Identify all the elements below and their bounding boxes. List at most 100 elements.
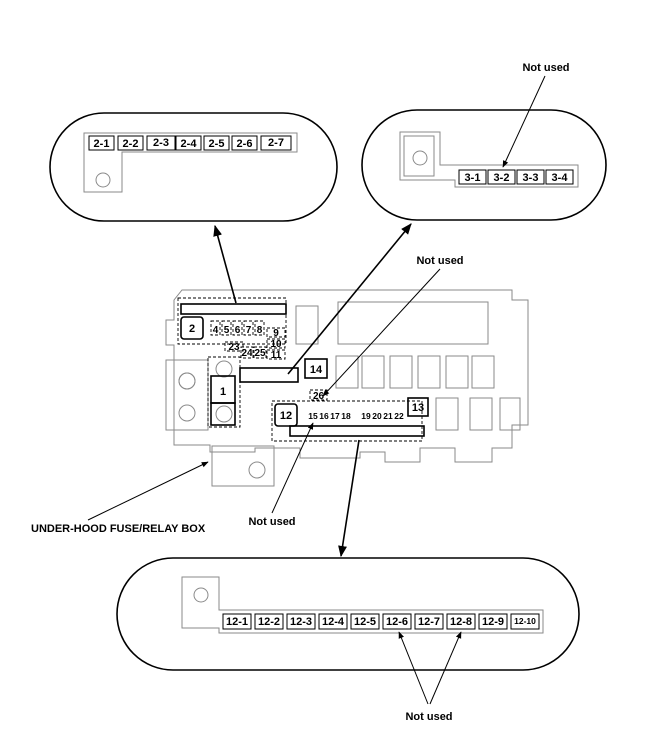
fuse-slot	[146, 135, 176, 151]
fuse-slot	[382, 613, 412, 630]
detail-3-fuse-row: 3-1 3-2 3-3 3-4	[458, 169, 574, 185]
relay-socket	[445, 355, 469, 389]
fuse-8-label: 8	[257, 325, 263, 336]
fuse-9-label: 9	[273, 328, 279, 339]
mini-fuse-slot	[266, 327, 286, 338]
not-used-label-12: Not used	[405, 711, 452, 723]
fuse-2-label: 2	[189, 323, 195, 335]
fuse-label: 2-7	[268, 137, 284, 149]
fuse-label: 2-5	[209, 138, 225, 150]
fuse-12-block	[274, 403, 298, 427]
fuse-6-label: 6	[235, 325, 241, 336]
fuse-13-label: 13	[412, 402, 424, 414]
detail-2-outline	[49, 112, 338, 222]
fuse-18-label: 18	[341, 411, 351, 421]
fuse-19-label: 19	[361, 411, 371, 421]
fuse-label: 12-4	[322, 616, 345, 628]
mini-fuse-slot	[221, 320, 232, 336]
relay-socket	[295, 305, 319, 345]
fuse-label: 12-3	[290, 616, 312, 628]
fuse-slot	[286, 613, 316, 630]
detail-12-callout: 12-1 12-2 12-3 12-4 12-5 12-6 12-7 12-8 …	[116, 557, 580, 671]
fuse-slot	[203, 135, 230, 151]
fuse-block-2-region	[177, 297, 287, 345]
fuse-hole	[215, 405, 233, 423]
box-side-hole	[178, 404, 196, 422]
fuse-slot	[175, 135, 202, 151]
fuse-7-label: 7	[246, 325, 252, 336]
fuse-20-label: 20	[372, 411, 382, 421]
fuse-label: 3-2	[494, 172, 510, 184]
fuse-slot	[458, 169, 487, 185]
fuse-label: 3-4	[552, 172, 569, 184]
fuse-4-label: 4	[213, 325, 219, 336]
detail-12-fuse-row: 12-1 12-2 12-3 12-4 12-5 12-6 12-7 12-8 …	[222, 613, 540, 630]
fuse-label: 2-4	[181, 138, 198, 150]
relay-socket	[469, 397, 493, 431]
relay-socket	[335, 355, 359, 389]
fuse-11-label: 11	[271, 350, 282, 361]
detail-3-outline	[361, 109, 607, 221]
relay-socket	[337, 301, 489, 345]
box-mount-hole	[248, 461, 266, 479]
mini-fuse-row-4-8: 4 5 6 7 8	[210, 320, 265, 336]
fuse-label: 12-2	[258, 616, 280, 628]
fuse-block-1-region	[207, 356, 241, 428]
mini-fuse-slot	[240, 346, 254, 359]
detail-12-bracket	[181, 576, 544, 634]
fuse-1-label: 1	[220, 386, 226, 398]
mini-fuse-row-15-22: 15 16 17 18 19 20 21 22	[308, 411, 404, 421]
not-used-arrow-15	[271, 422, 314, 514]
fuse-14-label: 14	[310, 364, 323, 376]
fuse-10-label: 10	[270, 339, 282, 350]
detail-2-mount-hole	[95, 172, 111, 188]
fuse-3-strip	[239, 367, 299, 383]
detail-2-bracket	[83, 132, 298, 193]
fuse-slot	[478, 613, 508, 630]
fuse-21-label: 21	[383, 411, 393, 421]
box-housing	[165, 289, 529, 463]
detail-2-arrow	[213, 224, 237, 304]
fuse-label: 2-2	[123, 138, 139, 150]
fuse-hole	[215, 360, 233, 378]
mini-fuse-slot	[210, 320, 221, 336]
relay-socket	[471, 355, 495, 389]
mini-fuse-slot	[266, 349, 286, 360]
fuse-slot	[350, 613, 380, 630]
fuse-5-label: 5	[224, 325, 230, 336]
fuse-13-block	[407, 397, 429, 417]
fuse-25-label: 25	[254, 348, 266, 359]
not-used-label-15: Not used	[248, 516, 295, 528]
relay-socket	[499, 397, 521, 431]
detail-3-mount-plate	[403, 135, 435, 177]
fuse-label: 12-5	[354, 616, 376, 628]
fuse-label: 3-1	[465, 172, 481, 184]
fuse-label: 3-3	[523, 172, 539, 184]
relay-socket	[361, 355, 385, 389]
fuse-slot	[545, 169, 574, 185]
fuse-slot	[414, 613, 444, 630]
box-hole	[178, 372, 196, 390]
fuse-label: 12-7	[418, 616, 440, 628]
relay-socket	[389, 355, 413, 389]
mini-fuse-slot	[266, 338, 286, 349]
mini-fuse-slot	[254, 320, 265, 336]
detail-2-fuse-row: 2-1 2-2 2-3 2-4 2-5 2-6 2-7	[88, 135, 292, 151]
fuse-23-label: 23	[228, 342, 240, 353]
detail-2-callout: 2-1 2-2 2-3 2-4 2-5 2-6 2-7	[49, 112, 338, 222]
detail-3-callout: 3-1 3-2 3-3 3-4	[361, 109, 607, 221]
mini-fuse-slot	[253, 346, 267, 359]
fuse-slot	[516, 169, 545, 185]
not-used-arrow-26	[322, 268, 441, 397]
fuse-2-block	[180, 316, 204, 340]
fuse-slot	[318, 613, 348, 630]
fuse-block-12-region	[271, 400, 423, 442]
fuse-slot	[88, 135, 115, 151]
fuse-label: 12-9	[482, 616, 504, 628]
box-mount-bracket	[211, 445, 275, 487]
not-used-label-3: Not used	[522, 62, 569, 74]
fuse-12-strip	[289, 425, 425, 437]
detail-12-outline	[116, 557, 580, 671]
relay-socket	[435, 397, 459, 431]
